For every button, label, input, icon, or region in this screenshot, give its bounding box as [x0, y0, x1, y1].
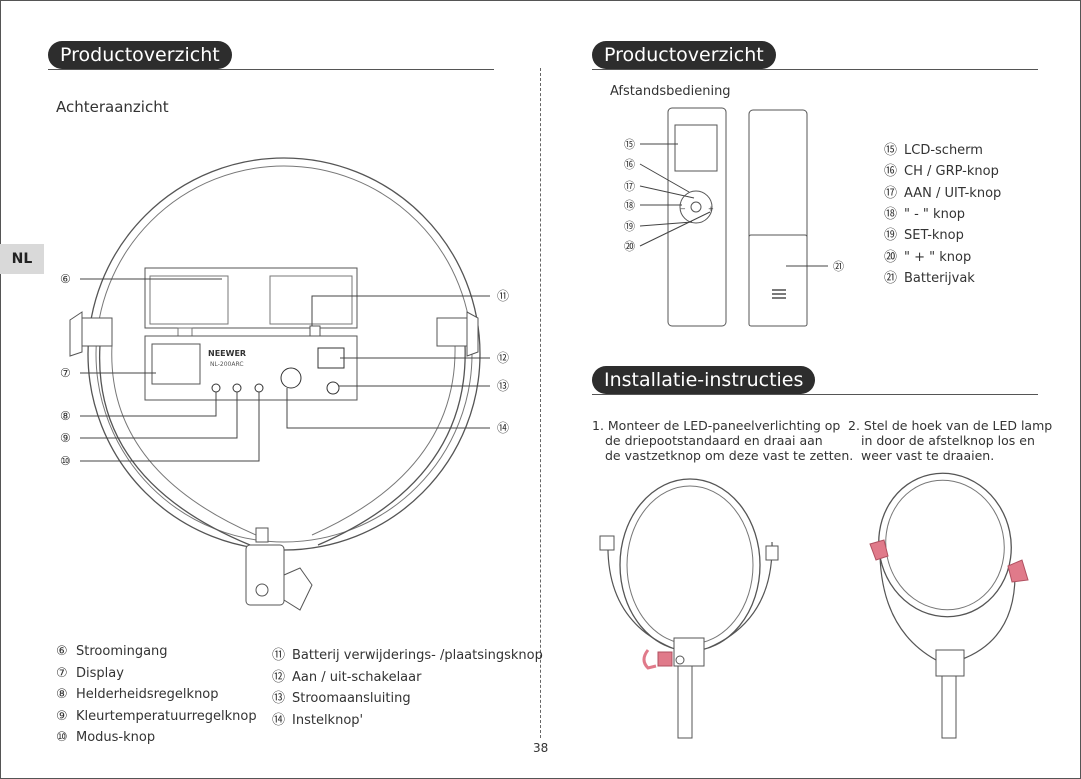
left-header: Productoverzicht	[48, 41, 232, 69]
remote-lcd	[674, 124, 718, 172]
svg-text:+: +	[708, 205, 714, 213]
callout-9: ⑨	[60, 431, 71, 445]
stand-mount	[245, 527, 313, 611]
color-temp-knob	[232, 383, 242, 393]
legend-item: ⑱" - " knop	[884, 207, 966, 222]
page-number: 38	[533, 741, 549, 755]
remote-diagram: − + ⑮ ⑯ ⑰ ⑱ ⑲ ⑳ ㉑	[624, 107, 844, 327]
callout-11: ⑪	[497, 289, 509, 303]
callout-15: ⑮	[624, 138, 635, 151]
callout-7: ⑦	[60, 366, 71, 380]
left-subtitle: Achteraanzicht	[56, 98, 169, 116]
control-box: NEEWER NL-200ARC	[144, 335, 358, 401]
callout-20: ⑳	[624, 240, 635, 253]
callout-10: ⑩	[60, 454, 71, 468]
page-divider	[540, 68, 541, 738]
callout-14: ⑭	[497, 421, 509, 435]
power-socket	[326, 381, 340, 395]
remote-subtitle: Afstandsbediening	[610, 84, 731, 99]
install-figure-1	[599, 478, 779, 739]
display-screen	[151, 343, 201, 385]
install-header: Installatie-instructies	[592, 366, 816, 394]
brightness-knob	[211, 383, 221, 393]
callout-17: ⑰	[624, 180, 635, 193]
left-header-line	[48, 69, 494, 70]
callout-18: ⑱	[624, 199, 635, 212]
battery-compartment	[748, 234, 808, 327]
install-figure-2	[869, 472, 1029, 739]
left-adjust-knob	[69, 311, 113, 357]
setting-dial	[280, 367, 302, 389]
install-header-line	[592, 394, 1038, 395]
svg-text:−: −	[680, 205, 686, 213]
callout-16: ⑯	[624, 158, 635, 171]
right-adjust-knob	[436, 311, 479, 357]
rotate-arrow-icon	[642, 649, 657, 670]
callout-6: ⑥	[60, 272, 71, 286]
callout-19: ⑲	[624, 220, 635, 233]
rear-view-diagram: NEEWER NL-200ARC ⑥ ⑦ ⑧ ⑨ ⑩ ⑪ ⑫ ⑬ ⑭	[60, 157, 509, 611]
install-step-2: 2. Stel de hoek van de LED lamp in door …	[848, 418, 1053, 463]
install-step-1: 1. Monteer de LED-paneelverlichting op d…	[592, 418, 854, 463]
right-header-line	[592, 69, 1038, 70]
lock-knob-highlight	[657, 651, 673, 667]
brand-logo-text: NEEWER	[208, 349, 246, 358]
install-illustrations	[599, 472, 1029, 739]
language-tab: NL	[0, 244, 44, 274]
callout-21: ㉑	[833, 260, 844, 273]
right-knob-highlight	[1007, 559, 1029, 583]
left-knob-highlight	[869, 539, 889, 561]
legend-item: ⑳" + " knop	[884, 250, 972, 265]
battery-plate	[144, 267, 358, 337]
callout-13: ⑬	[497, 379, 509, 393]
mode-button	[254, 383, 264, 393]
right-header: Productoverzicht	[592, 41, 776, 69]
callout-12: ⑫	[497, 351, 509, 365]
callout-8: ⑧	[60, 409, 71, 423]
model-text: NL-200ARC	[210, 361, 244, 368]
